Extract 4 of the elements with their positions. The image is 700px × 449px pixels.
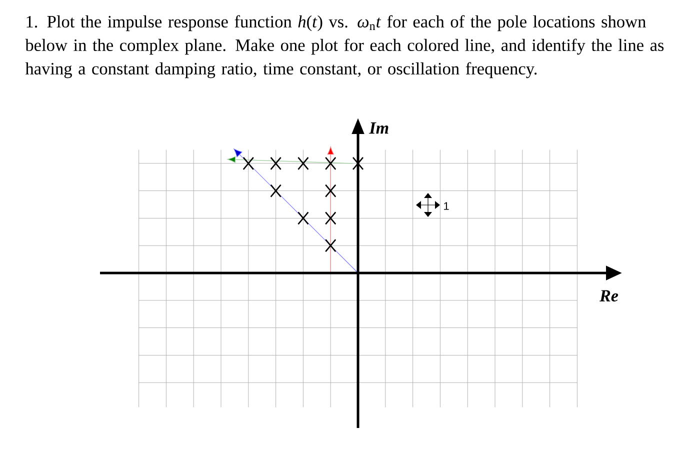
question-text: 1. Plot the impulse response function h(t) vs. ω$_{n}$t for each of the pole locations shown below in the complex plane. Make one plot for each colored line, and identify the line as having a constant damping ratio, time constant, or oscillation frequency. bbox=[25, 15, 664, 78]
axis-label: Re bbox=[600, 290, 618, 302]
axis-label: Im bbox=[369, 122, 388, 134]
scale-label: 1 bbox=[444, 202, 449, 210]
